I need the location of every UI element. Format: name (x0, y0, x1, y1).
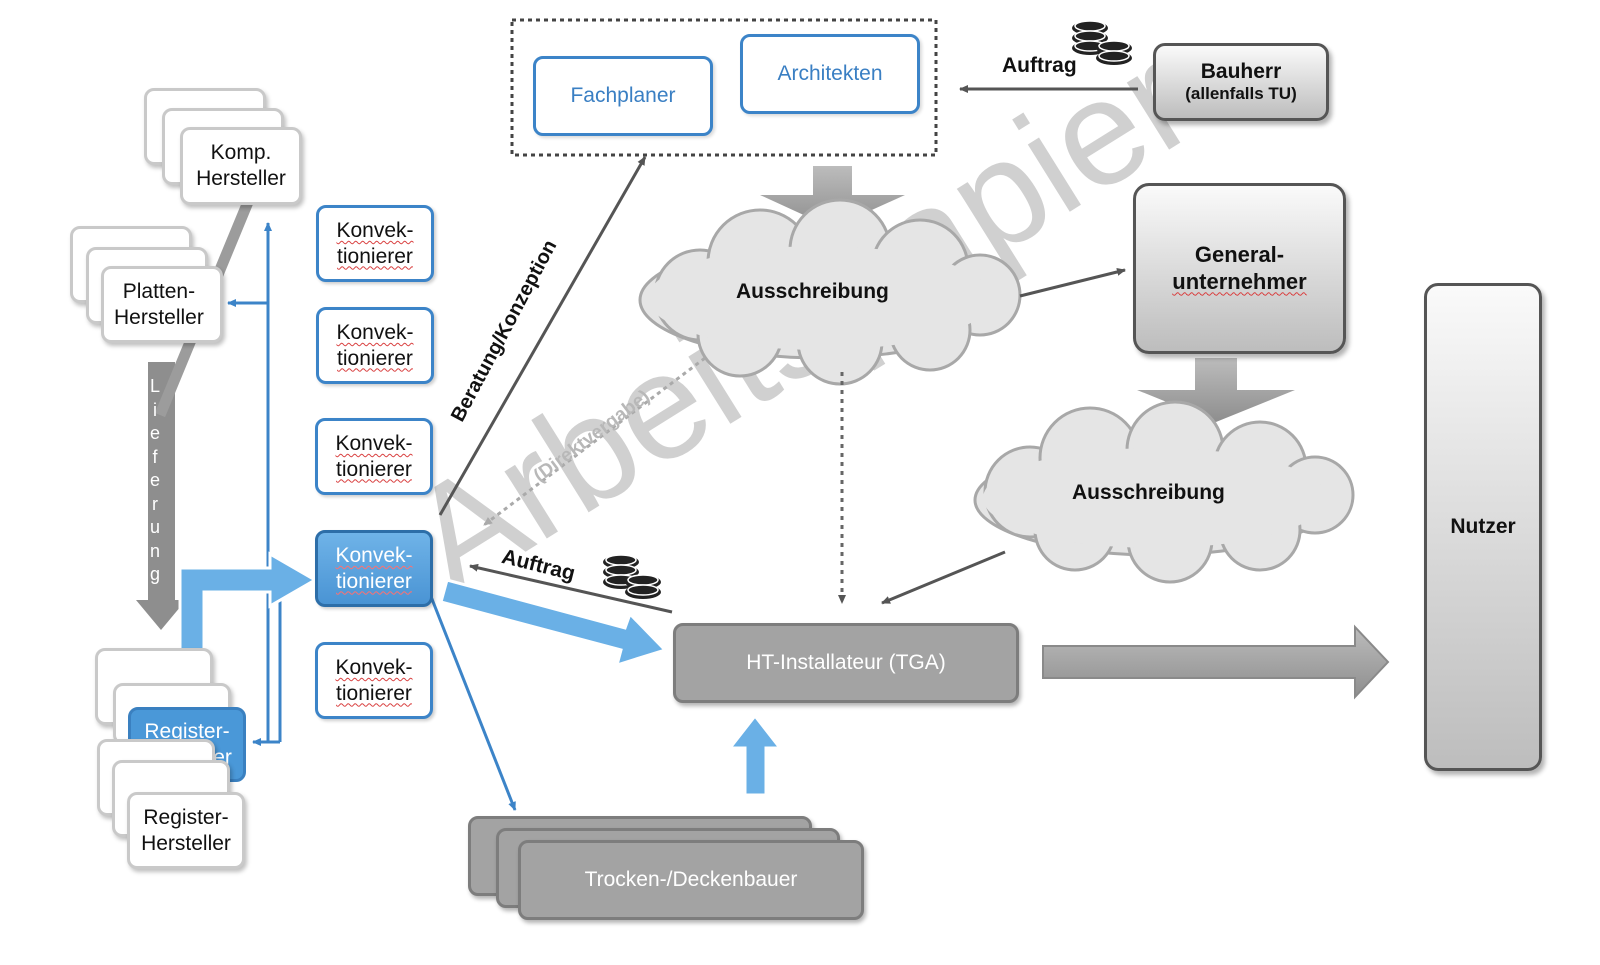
auftrag-label-top: Auftrag (1002, 54, 1077, 77)
trockenbau-to-ht-arrow (726, 713, 784, 797)
direktvergabe-arrow (483, 356, 706, 527)
ausschreibung-label-1: Ausschreibung (736, 280, 889, 303)
konvektionierer-box-1: Konvek- tionierer (316, 205, 434, 282)
generalunternehmer-box: General- unternehmer (1133, 183, 1346, 354)
fachplaner-box: Fachplaner (533, 56, 713, 136)
architekten-box: Architekten (740, 34, 920, 114)
ht-installateur-box: HT-Installateur (TGA) (673, 623, 1019, 703)
down-arrow-planning (760, 166, 905, 228)
konvektionierer-box-5: Konvek- tionierer (315, 642, 433, 719)
konvektionierer-label-1: Konvek- tionierer (336, 218, 414, 268)
konv-to-trockenbau-arrow (428, 593, 517, 811)
coins-icon (603, 554, 661, 599)
bauherr-box: Bauherr (allenfalls TU) (1153, 43, 1329, 121)
cloud2-to-ht-arrow (881, 550, 1006, 605)
konvektionierer-box-2: Konvek- tionierer (316, 307, 434, 384)
konvektionierer-label-5: Konvek- tionierer (335, 655, 413, 705)
beratung-arrow (438, 156, 647, 516)
register-hersteller-box: Register- Hersteller (127, 792, 245, 869)
ht-to-nutzer-arrow (1042, 624, 1390, 700)
cloud-to-gu-arrow (1019, 268, 1126, 298)
platten-hersteller-box: Platten- Hersteller (101, 266, 223, 343)
konvektionierer-box-selected: Konvek- tionierer (315, 530, 433, 607)
trockenbauer-box: Trocken-/Deckenbauer (518, 840, 864, 920)
ausschreibung-label-2: Ausschreibung (1072, 481, 1225, 504)
konvektionierer-box-3: Konvek- tionierer (315, 418, 433, 495)
auftrag-arrow-mid (469, 563, 673, 614)
lieferung-arrow (136, 362, 186, 630)
konvektionierer-label-3: Konvek- tionierer (335, 431, 413, 481)
gu-line2: unternehmer (1172, 268, 1307, 294)
coins-icon (1072, 20, 1132, 65)
komp-hersteller-box: Komp. Hersteller (180, 127, 302, 205)
planning-frame (510, 18, 938, 157)
bauherr-title: Bauherr (1200, 59, 1282, 83)
konv-to-ht-blue-arrow (439, 578, 668, 668)
lieferung-label: L i e f e r u n g (149, 376, 160, 584)
konvektionierer-label-4: Konvek- tionierer (335, 543, 413, 593)
gu-line1: General- (1194, 241, 1285, 267)
bauherr-subtitle: (allenfalls TU) (1185, 84, 1297, 104)
nutzer-box: Nutzer (1424, 283, 1542, 771)
konvektionierer-label-2: Konvek- tionierer (336, 320, 414, 370)
